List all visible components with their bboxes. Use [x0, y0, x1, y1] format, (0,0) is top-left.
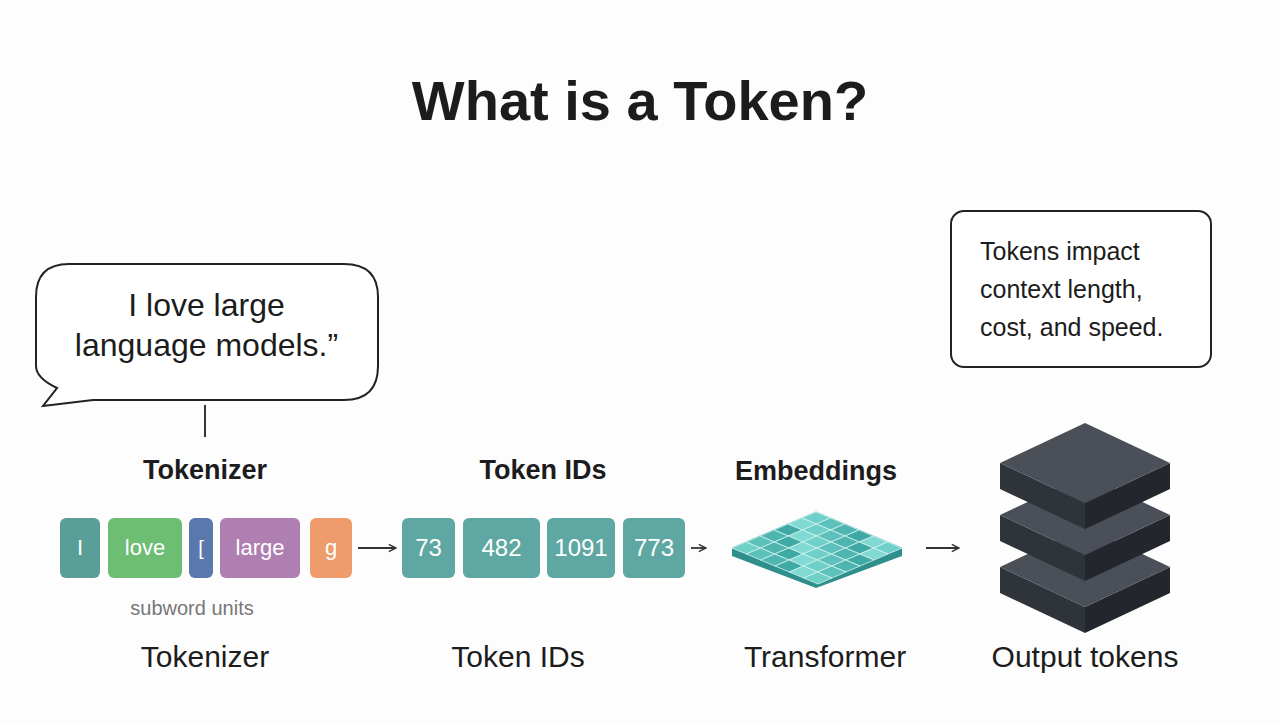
- token-chip: [: [189, 518, 213, 578]
- grid-cell: [804, 572, 832, 584]
- token-chip: 482: [463, 518, 540, 578]
- label: Tokenizer: [143, 455, 267, 486]
- node-text: Output tokens: [965, 640, 1205, 674]
- leader-line: [204, 405, 206, 437]
- token-chip: 73: [402, 518, 455, 578]
- grid-side: [732, 548, 902, 588]
- label: Token IDs: [479, 455, 606, 486]
- bubble-path: [36, 264, 378, 406]
- node-text: [: [198, 537, 204, 560]
- slab-top: [1000, 423, 1170, 503]
- callout-node: Tokens impact context length, cost, and …: [950, 210, 1212, 368]
- token-chip: I: [60, 518, 100, 578]
- node-text: I: [77, 535, 83, 561]
- title: What is a Token?: [0, 68, 1280, 133]
- label: subword units: [130, 597, 253, 620]
- flow-arrow: [691, 547, 706, 549]
- flow-arrow: [358, 547, 396, 549]
- label: Token IDs: [451, 640, 584, 674]
- label: Transformer: [744, 640, 906, 674]
- node-text: large: [236, 535, 285, 561]
- node-text: g: [325, 535, 337, 561]
- node-text: 73: [415, 534, 442, 562]
- label: Tokenizer: [141, 640, 269, 674]
- stack-node: Output tokens: [965, 415, 1205, 677]
- node-text: I love large language models.”: [65, 285, 348, 365]
- node-text: love: [125, 535, 165, 561]
- flow-arrow: [926, 547, 959, 549]
- transformer-stack: [965, 415, 1205, 677]
- node-text: 1091: [554, 534, 607, 562]
- node-text: 482: [481, 534, 521, 562]
- node-text: Tokens impact context length, cost, and …: [980, 232, 1188, 346]
- token-chip: love: [108, 518, 182, 578]
- token-chip: large: [220, 518, 300, 578]
- node-text: Embeddings: [712, 456, 920, 487]
- bubble-node: I love large language models.”: [35, 263, 378, 400]
- token-chip: 773: [623, 518, 685, 578]
- node-text: 773: [634, 534, 674, 562]
- token-chip: g: [310, 518, 352, 578]
- token-chip: 1091: [547, 518, 615, 578]
- grid-top: [732, 512, 902, 580]
- embed-node: Embeddings: [712, 450, 920, 590]
